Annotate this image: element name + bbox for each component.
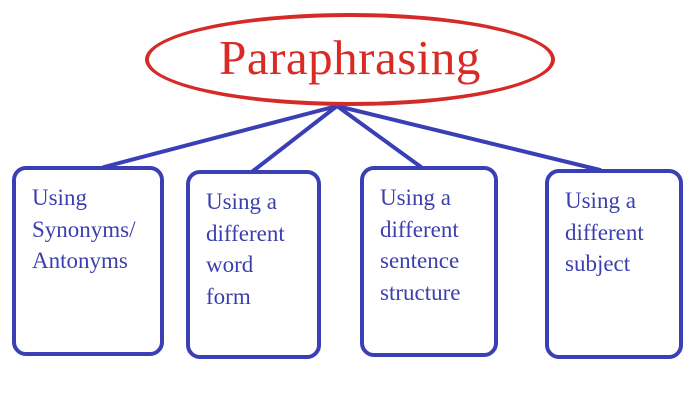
connector-line-3	[335, 104, 423, 169]
connector-line-1	[102, 104, 339, 169]
leaf-node-label: Using a different word form	[206, 189, 285, 309]
leaf-node-different-sentence-structure: Using a different sentence structure	[360, 166, 498, 357]
leaf-node-label: Using Synonyms/ Antonyms	[32, 185, 136, 273]
leaf-node-label: Using a different sentence structure	[380, 185, 461, 305]
connector-line-4	[335, 104, 602, 172]
root-node-label: Paraphrasing	[219, 30, 481, 85]
leaf-node-different-subject: Using a different subject	[545, 169, 683, 359]
leaf-node-different-word-form: Using a different word form	[186, 170, 321, 359]
leaf-node-label: Using a different subject	[565, 188, 644, 276]
leaf-node-synonyms-antonyms: Using Synonyms/ Antonyms	[12, 166, 164, 356]
connector-line-2	[251, 104, 339, 173]
root-node-paraphrasing: Paraphrasing	[145, 13, 555, 106]
